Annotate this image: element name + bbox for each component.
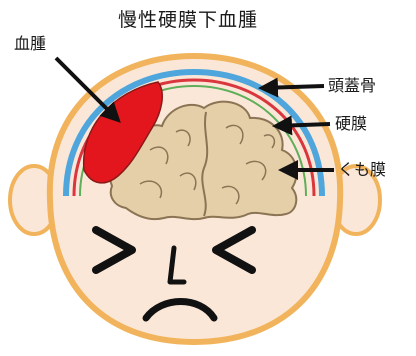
label-arachnoid: くも膜 xyxy=(338,162,386,178)
arrow-skull xyxy=(262,86,324,88)
diagram-title: 慢性硬膜下血腫 xyxy=(118,11,258,30)
label-dura: 硬膜 xyxy=(335,116,367,132)
arrow-dura xyxy=(276,124,330,126)
label-skull: 頭蓋骨 xyxy=(328,78,376,94)
label-hematoma: 血腫 xyxy=(14,36,46,52)
